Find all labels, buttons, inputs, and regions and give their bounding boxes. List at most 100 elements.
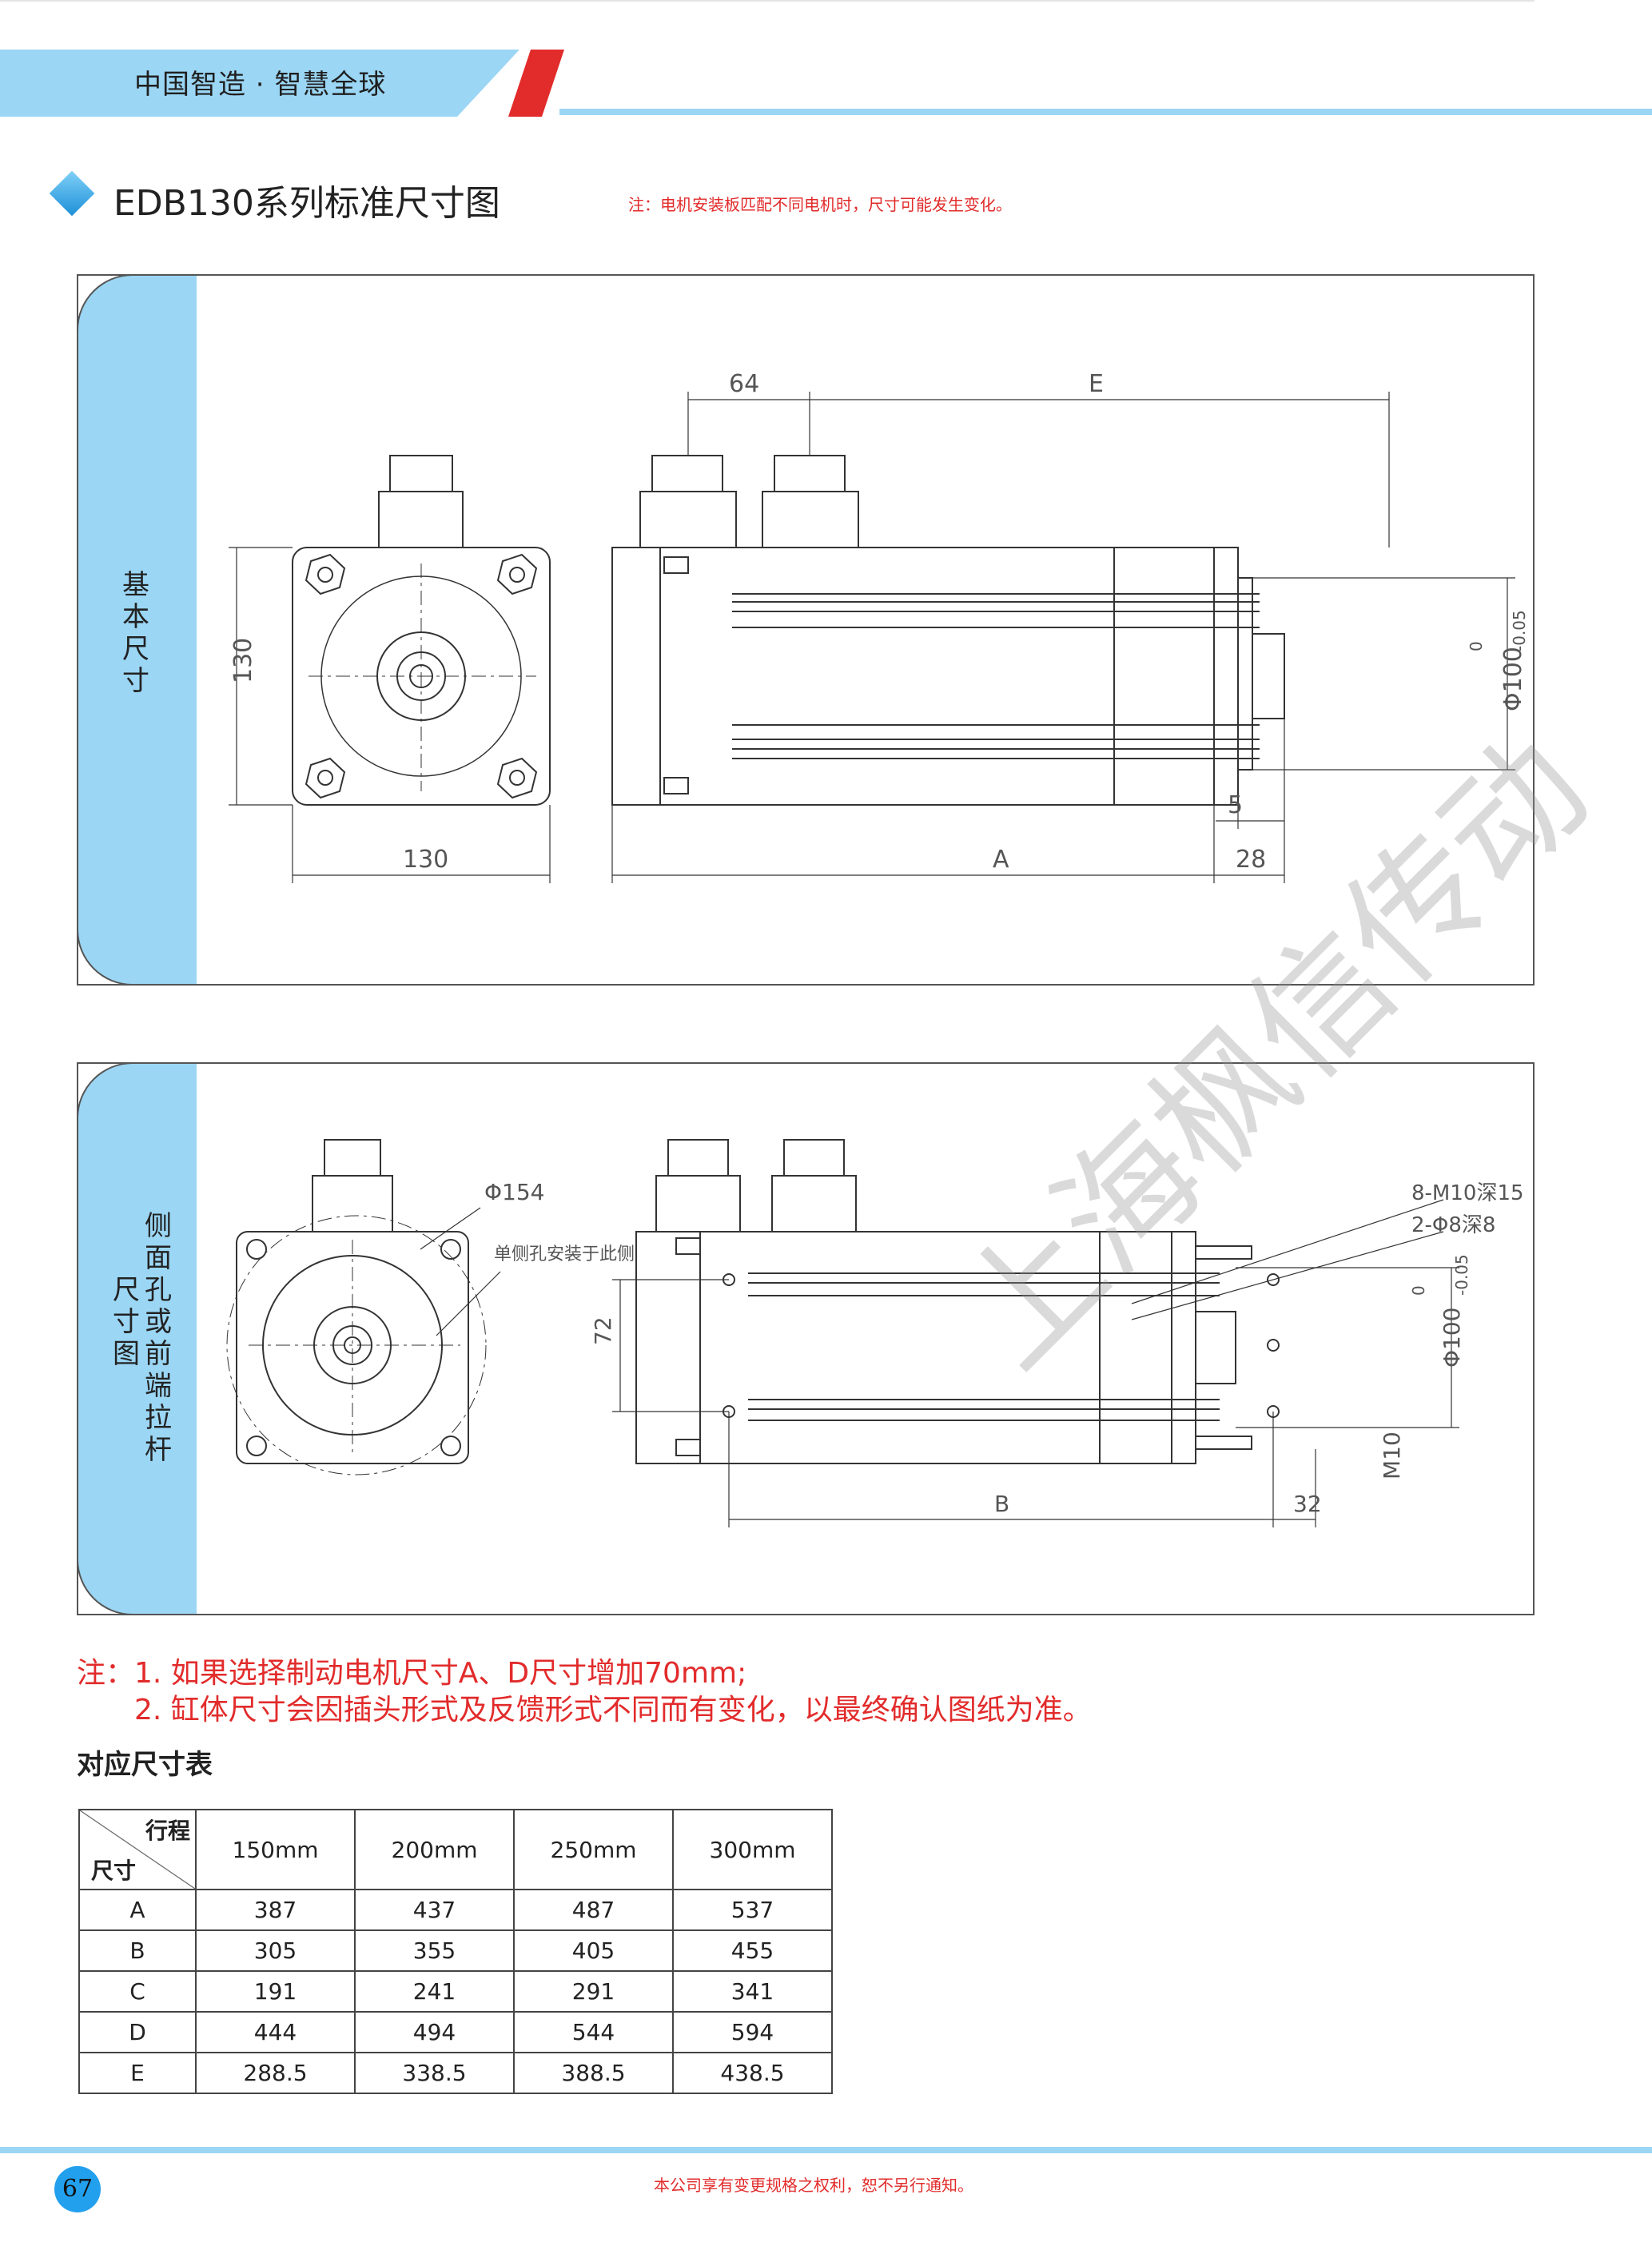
dimension-table: 行程 尺寸 150mm 200mm 250mm 300mm A 387 437 … xyxy=(78,1809,833,2094)
corner-top-label: 行程 xyxy=(145,1818,190,1844)
connector-2-base xyxy=(762,491,859,548)
table-cell: 338.5 xyxy=(354,2052,515,2094)
side-front-plate xyxy=(1113,547,1215,806)
side-hole xyxy=(1267,1339,1280,1352)
side-hole xyxy=(1267,1273,1280,1286)
corner-hole xyxy=(246,1436,267,1456)
side-hole-dimension-drawing: Φ154 单侧孔安装于此侧 72 B 32 M10 8-M10深15 2-Φ8深… xyxy=(226,1139,1524,1527)
dim-72: 72 xyxy=(590,1316,616,1345)
header-accent xyxy=(508,50,564,117)
table-cell: 288.5 xyxy=(195,2052,356,2094)
panel-basic-label: 基本尺寸 xyxy=(122,569,149,697)
corner-hole xyxy=(440,1239,461,1260)
diamond-icon xyxy=(49,170,95,217)
side-hole-note: 单侧孔安装于此侧 xyxy=(494,1244,635,1264)
panel-basic-tab xyxy=(77,274,197,986)
dim-phi154: Φ154 xyxy=(484,1179,544,1205)
front-bolt-hex xyxy=(305,757,346,799)
connector-1-top xyxy=(651,455,723,492)
table-cell: 388.5 xyxy=(513,2052,674,2094)
table-row: B 305 355 405 455 xyxy=(78,1929,833,1972)
leader-line xyxy=(420,1207,481,1250)
side-pilot xyxy=(1237,577,1253,771)
footer-disclaimer: 本公司享有变更规格之权利，恕不另行通知。 xyxy=(654,2176,973,2195)
front-bolt-hex xyxy=(496,553,538,595)
tie-rod xyxy=(1195,1436,1252,1450)
table-cell: 387 xyxy=(195,1889,356,1931)
front-bolt xyxy=(317,770,333,786)
dim-tol-upper: 0 xyxy=(1409,1285,1428,1296)
table-cell: 537 xyxy=(672,1889,833,1931)
basic-dimension-drawing: 130 130 64 E A 28 5 Φ100 0 -0.05 xyxy=(229,370,1529,883)
dim-A: A xyxy=(993,846,1009,874)
row-label: A xyxy=(78,1889,197,1931)
page-number: 67 xyxy=(54,2166,101,2212)
front-bolt xyxy=(509,567,525,583)
panel-side-label-col1: 侧面孔或前端拉杆 xyxy=(145,1210,172,1466)
table-cell: 191 xyxy=(195,1970,356,2013)
front-connector-top xyxy=(324,1139,381,1177)
table-cell: 494 xyxy=(354,2011,515,2053)
front-bolt xyxy=(509,770,525,786)
note-line-1: 注：1. 如果选择制动电机尺寸A、D尺寸增加70mm; xyxy=(77,1657,747,1690)
connector-1-base xyxy=(639,491,737,548)
table-column-header: 150mm xyxy=(195,1809,356,1890)
dim-tol-lower: -0.05 xyxy=(1452,1254,1471,1296)
table-cell: 291 xyxy=(513,1970,674,2013)
table-cell: 544 xyxy=(513,2011,674,2053)
dim-tol-lower: -0.05 xyxy=(1510,610,1529,651)
table-cell: 455 xyxy=(672,1929,833,1972)
row-label: D xyxy=(78,2011,197,2053)
connector-1-base xyxy=(655,1175,741,1233)
header-band xyxy=(0,50,519,117)
table-cell: 355 xyxy=(354,1929,515,1972)
dim-5: 5 xyxy=(1228,791,1243,819)
header-rule xyxy=(559,109,1652,115)
table-cell: 241 xyxy=(354,1970,515,2013)
dim-front-width: 130 xyxy=(403,846,448,874)
table-column-header: 300mm xyxy=(672,1809,833,1890)
table-cell: 444 xyxy=(195,2011,356,2053)
table-cell: 341 xyxy=(672,1970,833,2013)
connector-2-base xyxy=(771,1175,857,1233)
rear-slot xyxy=(675,1237,701,1255)
front-connector-base xyxy=(378,491,464,548)
corner-bottom-label: 尺寸 xyxy=(91,1858,137,1884)
table-cell: 487 xyxy=(513,1889,674,1931)
table-title: 对应尺寸表 xyxy=(77,1749,213,1781)
corner-hole xyxy=(246,1239,267,1260)
table-row: E 288.5 338.5 388.5 438.5 xyxy=(78,2052,833,2094)
front-flange xyxy=(236,1231,469,1464)
panel-side-tab xyxy=(77,1062,197,1615)
corner-hole xyxy=(440,1436,461,1456)
table-cell: 594 xyxy=(672,2011,833,2053)
panel-basic-dimensions xyxy=(77,274,1535,986)
table-cell: 437 xyxy=(354,1889,515,1931)
rear-slot xyxy=(663,777,689,794)
table-cell: 405 xyxy=(513,1929,674,1972)
dim-m10: M10 xyxy=(1379,1432,1405,1479)
dim-phi100: Φ100 xyxy=(1499,647,1527,711)
connector-2-top xyxy=(783,1139,845,1177)
side-body xyxy=(659,547,1115,806)
panel-side-holes xyxy=(77,1062,1535,1615)
dim-tol-upper: 0 xyxy=(1467,641,1486,651)
dim-64: 64 xyxy=(729,370,759,398)
table-corner-cell: 行程 尺寸 xyxy=(78,1809,197,1890)
tie-rod xyxy=(1195,1245,1252,1260)
footer-rule xyxy=(0,2147,1652,2153)
note-line-2: 2. 缸体尺寸会因插头形式及反馈形式不同而有变化，以最终确认图纸为准。 xyxy=(134,1694,1092,1726)
table-column-header: 200mm xyxy=(354,1809,515,1890)
table-row: A 387 437 487 537 xyxy=(78,1889,833,1931)
rear-slot xyxy=(663,556,689,574)
table-row: D 444 494 544 594 xyxy=(78,2011,833,2053)
dim-phi100: Φ100 xyxy=(1439,1308,1465,1368)
leader-line xyxy=(1131,1199,1444,1304)
holes-2: 2-Φ8深8 xyxy=(1411,1213,1495,1237)
front-bolt-hex xyxy=(305,553,346,595)
side-rod-end xyxy=(1252,633,1285,719)
leader-line xyxy=(1131,1231,1444,1320)
side-rear-cap xyxy=(635,1231,701,1464)
dim-32: 32 xyxy=(1293,1491,1322,1517)
table-cell: 305 xyxy=(195,1929,356,1972)
